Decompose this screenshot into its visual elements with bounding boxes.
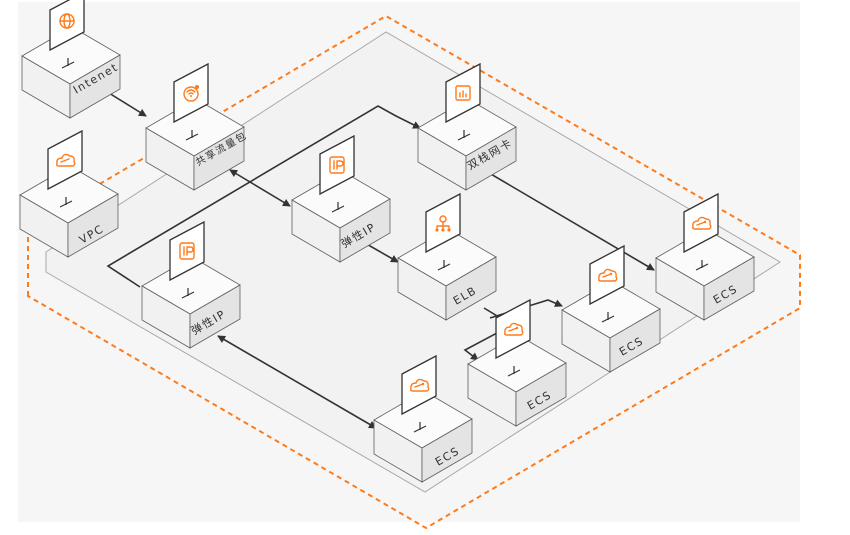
cloud-server-icon [504, 322, 524, 336]
icon-stand [185, 130, 199, 141]
icon-stand [507, 366, 521, 377]
ip-pin-icon [329, 156, 345, 174]
connector-eip-ecs [217, 335, 377, 429]
node-ecs-bottom [373, 354, 473, 483]
node-box-right [445, 256, 497, 321]
node-box-right [515, 362, 567, 427]
icon-stand [695, 260, 709, 271]
ip-pin-icon [179, 242, 195, 260]
icon-stand [413, 422, 427, 433]
icon-stand [61, 58, 75, 69]
globe-icon [59, 13, 75, 29]
node-ecs-right [655, 192, 755, 321]
icon-stand [457, 130, 471, 141]
node-shared-bandwidth [145, 62, 245, 191]
cloud-server-icon [692, 216, 712, 230]
node-eip-top [291, 134, 391, 263]
node-eip-left [141, 220, 241, 349]
node-box-right [465, 126, 517, 191]
node-ecs-mid [561, 244, 661, 373]
icon-panel [49, 0, 85, 52]
cloud-icon [56, 153, 76, 167]
node-vpc [19, 129, 119, 258]
connector-bandwidth-eip [229, 169, 291, 207]
node-box-right [703, 256, 755, 321]
connector-eip-to-nic [106, 105, 421, 288]
cloud-server-icon [598, 268, 618, 282]
node-dual-stack-nic [417, 62, 517, 191]
node-box-right [421, 418, 473, 483]
node-elb [397, 192, 497, 321]
wifi-bandwidth-icon [183, 85, 199, 102]
node-box-right [67, 193, 119, 258]
nodes [19, 0, 755, 483]
node-internet [21, 0, 121, 119]
load-balancer-icon [435, 215, 451, 232]
icon-stand [601, 312, 615, 323]
vpc-boundary [27, 14, 801, 530]
node-box-right [69, 54, 121, 119]
network-card-icon [455, 85, 471, 101]
node-box-right [339, 198, 391, 263]
icon-stand [437, 260, 451, 271]
icon-stand [181, 288, 195, 299]
node-box-right [193, 126, 245, 191]
node-box-right [609, 308, 661, 373]
icon-stand [59, 197, 73, 208]
node-box-right [189, 284, 241, 349]
connector-nic-ecs [483, 169, 655, 271]
cloud-server-icon [410, 378, 430, 392]
icon-stand [331, 202, 345, 213]
node-ecs-lower [467, 298, 567, 427]
